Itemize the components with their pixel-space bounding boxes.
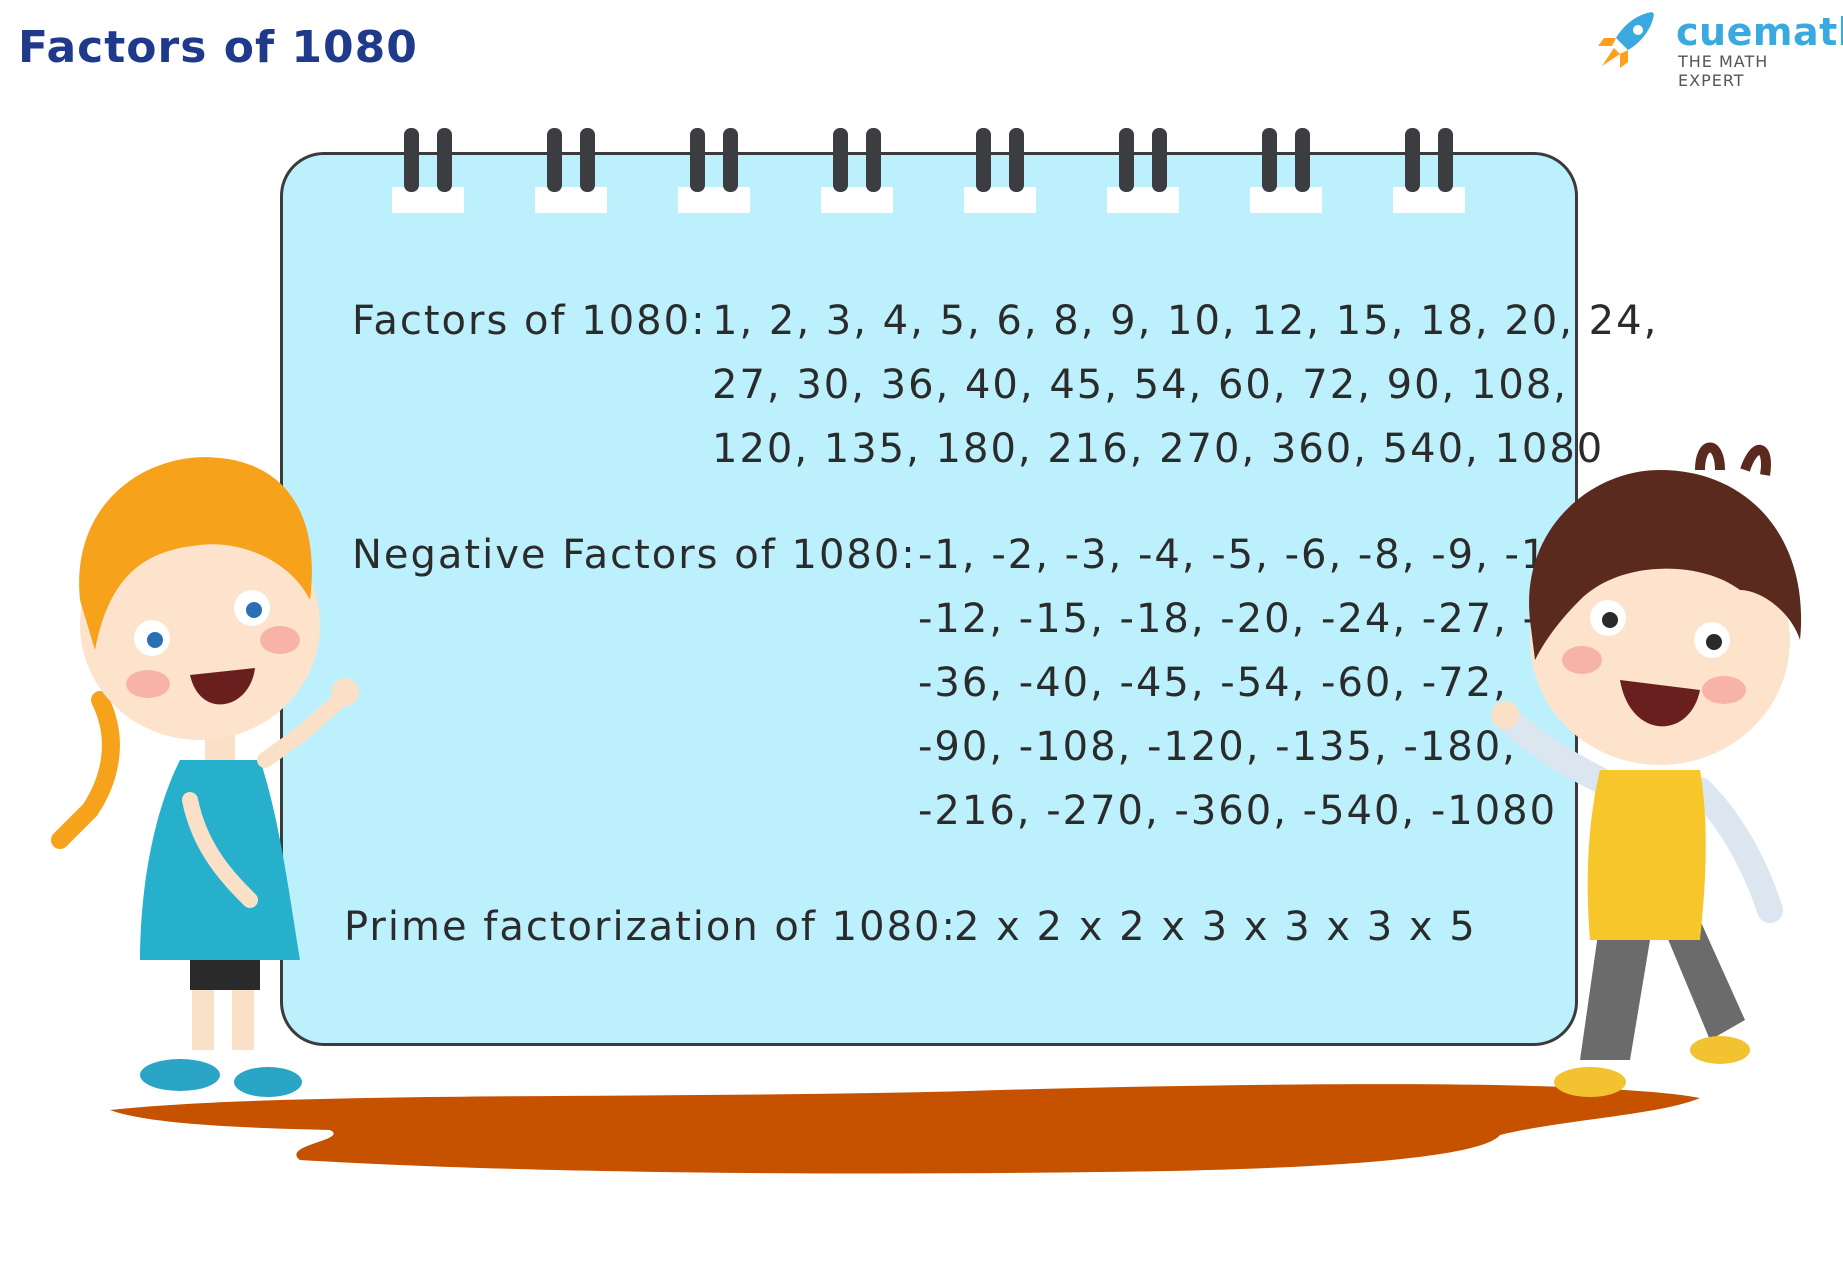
prime-factorization-value: 2 x 2 x 2 x 3 x 3 x 3 x 5	[954, 904, 1477, 950]
factors-line-2: 27, 30, 36, 40, 45, 54, 60, 72, 90, 108,	[712, 362, 1569, 408]
prime-factorization-label: Prime factorization of 1080:	[344, 904, 957, 950]
binder-ring	[535, 128, 607, 213]
factors-line-1: 1, 2, 3, 4, 5, 6, 8, 9, 10, 12, 15, 18, …	[712, 298, 1659, 344]
binder-ring	[678, 128, 750, 213]
negative-line-3: -36, -40, -45, -54, -60, -72,	[918, 660, 1508, 706]
negative-line-1: -1, -2, -3, -4, -5, -6, -8, -9, -10,	[918, 532, 1591, 578]
negative-line-5: -216, -270, -360, -540, -1080	[918, 788, 1558, 834]
binder-ring	[964, 128, 1036, 213]
binder-ring	[1250, 128, 1322, 213]
binder-ring	[821, 128, 893, 213]
factors-line-3: 120, 135, 180, 216, 270, 360, 540, 1080	[712, 426, 1605, 472]
rocket-icon	[1598, 12, 1654, 68]
brand-name: cuemath	[1676, 10, 1843, 54]
page-title: Factors of 1080	[18, 22, 418, 73]
binder-ring	[1393, 128, 1465, 213]
negative-factors-label: Negative Factors of 1080:	[352, 532, 917, 578]
binder-ring	[392, 128, 464, 213]
negative-line-2: -12, -15, -18, -20, -24, -27, -30,	[918, 596, 1609, 642]
binder-ring	[1107, 128, 1179, 213]
negative-line-4: -90, -108, -120, -135, -180,	[918, 724, 1517, 770]
notepad-board	[280, 152, 1578, 1046]
cuemath-logo: cuemath THE MATH EXPERT	[1590, 8, 1843, 90]
factors-label: Factors of 1080:	[352, 298, 707, 344]
brand-tagline: THE MATH EXPERT	[1678, 52, 1769, 90]
